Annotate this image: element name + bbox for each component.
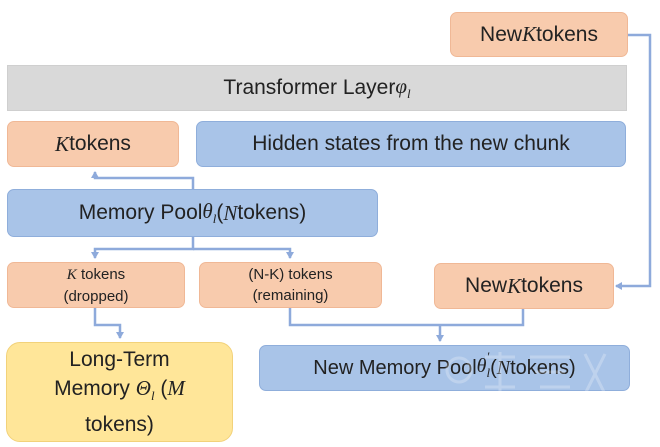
phi-symbol: φl (395, 73, 411, 102)
arrow-remaining-merge (288, 308, 525, 327)
k-tokens-dropped-box: K tokens (dropped) (7, 262, 185, 308)
label-tokens: tokens (69, 132, 131, 155)
big-theta-symbol: Θl (135, 375, 155, 404)
long-term-label: Long-Term (69, 347, 170, 371)
var-k: K (522, 22, 537, 46)
arrow-pool-split-left (91, 237, 195, 259)
label-new: New (480, 22, 523, 46)
hidden-states-box: Hidden states from the new chunk (196, 121, 626, 167)
new-k-tokens-right: New K tokens (434, 263, 614, 309)
label-tokens: tokens (536, 22, 598, 46)
arrow-top-new-k-to-right (615, 33, 652, 290)
var-n: N (223, 200, 238, 225)
arrow-dropped-to-longterm (93, 308, 124, 339)
var-k: K (507, 273, 522, 298)
watermark-icon (445, 352, 607, 395)
dropped-label: (dropped) (63, 287, 129, 305)
transformer-layer-bar: Transformer Layer φl (7, 65, 627, 111)
var-k: K (66, 266, 77, 283)
var-k: K (55, 131, 70, 156)
long-term-memory-box: Long-Term Memory Θl (M tokens) (6, 342, 233, 442)
theta-symbol: θl (202, 198, 217, 227)
new-memory-pool-label: New Memory Pool (313, 356, 477, 379)
k-tokens-box: K tokens (7, 121, 179, 167)
tokens-label: tokens) (85, 413, 154, 437)
nk-tokens-label: (N-K) tokens (248, 266, 333, 283)
var-m: M (167, 375, 185, 400)
arrow-pool-to-k-tokens (91, 171, 195, 189)
arrow-pool-split-right (193, 247, 294, 259)
memory-pool-box: Memory Pool θl (N tokens) (7, 189, 378, 237)
theta-prime-symbol: θ′l (476, 349, 491, 380)
nk-tokens-remaining-box: (N-K) tokens (remaining) (199, 262, 382, 308)
hidden-states-label: Hidden states from the new chunk (252, 132, 570, 155)
transformer-layer-label: Transformer Layer (223, 76, 396, 99)
memory-pool-label: Memory Pool (78, 201, 203, 224)
var-n: N (496, 356, 511, 379)
new-k-tokens-top: New K tokens (450, 12, 628, 57)
remaining-label: (remaining) (252, 287, 329, 304)
new-memory-pool-box: New Memory Pool θ′l (N tokens) (259, 345, 630, 391)
